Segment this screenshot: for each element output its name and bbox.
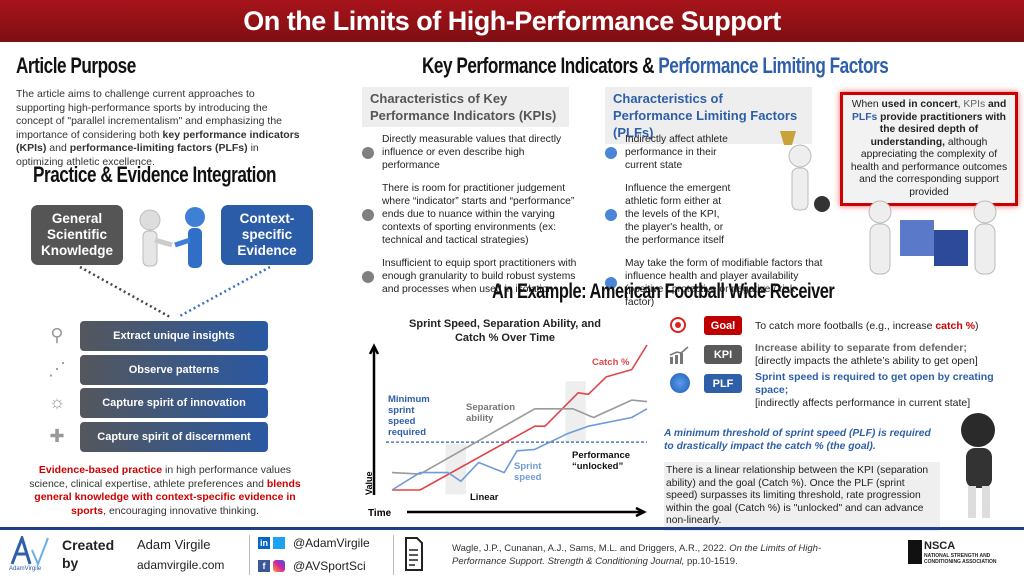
created-by-label: Created by bbox=[62, 537, 115, 571]
author-name: Adam Virgile bbox=[137, 537, 211, 552]
magnifier-icon: ⚲ bbox=[50, 325, 64, 345]
handle-instagram[interactable]: @AVSportSci bbox=[293, 559, 366, 573]
person-white-icon bbox=[139, 209, 173, 267]
general-knowledge-box: General Scientific Knowledge bbox=[31, 205, 123, 265]
plf-item: May take the form of modifiable factors … bbox=[605, 257, 825, 309]
integration-step: Observe patterns bbox=[80, 354, 268, 385]
plf-characteristics-title: Characteristics of Performance Limiting … bbox=[605, 87, 812, 144]
plf-text: Sprint speed is required to get open by … bbox=[755, 371, 994, 409]
series-line-sprint-speed bbox=[391, 408, 648, 491]
kpi-plf-heading: Key Performance Indicators & Performance… bbox=[422, 53, 889, 78]
target-icon bbox=[670, 316, 686, 339]
plf-item: Indirectly affect athlete performance in… bbox=[605, 133, 825, 172]
kpi-list: Directly measurable values that directly… bbox=[362, 133, 582, 296]
integration-step: Capture spirit of innovation bbox=[80, 388, 268, 418]
kpi-item: Directly measurable values that directly… bbox=[362, 133, 582, 172]
author-site[interactable]: adamvirgile.com bbox=[137, 558, 225, 572]
kpi-text: Increase ability to separate from defend… bbox=[755, 342, 978, 367]
nsca-full-name: NATIONAL STRENGTH AND CONDITIONING ASSOC… bbox=[924, 553, 997, 565]
plf-tag: PLF bbox=[704, 374, 742, 393]
helmet-icon bbox=[961, 413, 995, 447]
kpi-tag: KPI bbox=[704, 345, 742, 364]
growth-chart-icon bbox=[668, 345, 690, 370]
integration-step: Extract unique insights bbox=[80, 321, 268, 351]
integration-summary: Evidence-based practice in high performa… bbox=[29, 464, 301, 517]
scatter-icon: ⋰ bbox=[48, 358, 66, 379]
linkedin-icon[interactable]: in bbox=[258, 537, 270, 549]
nsca-logo: NSCA bbox=[924, 540, 956, 552]
concert-callout: When used in concert, KPIs and PLFs prov… bbox=[840, 92, 1018, 206]
article-purpose-heading: Article Purpose bbox=[16, 53, 136, 78]
facebook-icon[interactable]: f bbox=[258, 560, 270, 572]
puzzle-figures-illustration bbox=[868, 200, 997, 275]
divider bbox=[393, 535, 394, 575]
football-player-illustration bbox=[961, 413, 995, 518]
x-axis-arrow bbox=[407, 506, 647, 518]
series-line-separation-ability bbox=[391, 399, 648, 475]
twitter-icon[interactable] bbox=[273, 537, 285, 549]
dotted-arrow-left bbox=[79, 265, 171, 319]
shaded-region bbox=[565, 381, 586, 443]
kpi-item: There is room for practitioner judgement… bbox=[362, 182, 582, 247]
series-line-catch- bbox=[392, 344, 648, 491]
divider bbox=[249, 535, 250, 575]
social-icons-bottom: f bbox=[258, 560, 285, 572]
kpi-characteristics-title: Characteristics of Key Performance Indic… bbox=[362, 87, 569, 127]
document-icon bbox=[405, 537, 423, 571]
puzzle-piece-icon bbox=[900, 220, 934, 256]
threshold-note: A minimum threshold of sprint speed (PLF… bbox=[664, 428, 931, 452]
y-axis-label: Value bbox=[364, 471, 374, 495]
chart-title: Sprint Speed, Separation Ability, and Ca… bbox=[409, 318, 601, 344]
shaded-region bbox=[445, 443, 466, 495]
logo-text: AdamVirgile bbox=[9, 566, 42, 572]
trophy-icon bbox=[780, 131, 796, 145]
x-axis-label: Time bbox=[368, 508, 392, 519]
label-linear: Linear bbox=[470, 492, 499, 503]
goal-text: To catch more footballs (e.g., increase … bbox=[755, 320, 979, 332]
puzzle-icon: ✚ bbox=[49, 425, 65, 446]
explanation-text: There is a linear relationship between t… bbox=[664, 462, 940, 531]
y-axis-arrow bbox=[368, 343, 380, 495]
plf-item: Influence the emergent athletic form eit… bbox=[605, 182, 825, 247]
puzzle-piece-icon bbox=[934, 230, 968, 266]
handle-twitter[interactable]: @AdamVirgile bbox=[293, 536, 370, 550]
power-icon bbox=[670, 373, 690, 393]
label-unlocked: Performance“unlocked” bbox=[572, 450, 630, 472]
footer: AdamVirgile Created by Adam Virgile adam… bbox=[0, 527, 1024, 576]
handshake-illustration bbox=[79, 207, 271, 319]
nsca-logo-icon bbox=[908, 540, 922, 564]
plf-list: Indirectly affect athlete performance in… bbox=[605, 133, 825, 309]
trophy-figure-illustration bbox=[780, 131, 830, 212]
social-icons-top: in bbox=[258, 537, 285, 549]
article-purpose-text: The article aims to challenge current ap… bbox=[16, 88, 300, 168]
helmet-icon bbox=[814, 196, 830, 212]
example-heading: An Example: American Football Wide Recei… bbox=[492, 280, 835, 303]
person-blue-icon bbox=[174, 207, 205, 268]
label-catch: Catch % bbox=[592, 357, 630, 368]
context-evidence-box: Context-specific Evidence bbox=[221, 205, 313, 265]
kpi-item: Insufficient to equip sport practitioner… bbox=[362, 257, 582, 296]
goal-tag: Goal bbox=[704, 316, 742, 335]
dotted-arrow-right bbox=[177, 265, 271, 319]
citation: Wagle, J.P., Cunanan, A.J., Sams, M.L. a… bbox=[452, 543, 822, 567]
lightbulb-icon: ☼ bbox=[48, 392, 66, 412]
page-title: On the Limits of High-Performance Suppor… bbox=[0, 0, 1024, 42]
av-logo bbox=[10, 536, 49, 566]
instagram-icon[interactable] bbox=[273, 560, 285, 572]
integration-step: Capture spirit of discernment bbox=[80, 421, 268, 452]
integration-heading: Practice & Evidence Integration bbox=[33, 162, 276, 187]
